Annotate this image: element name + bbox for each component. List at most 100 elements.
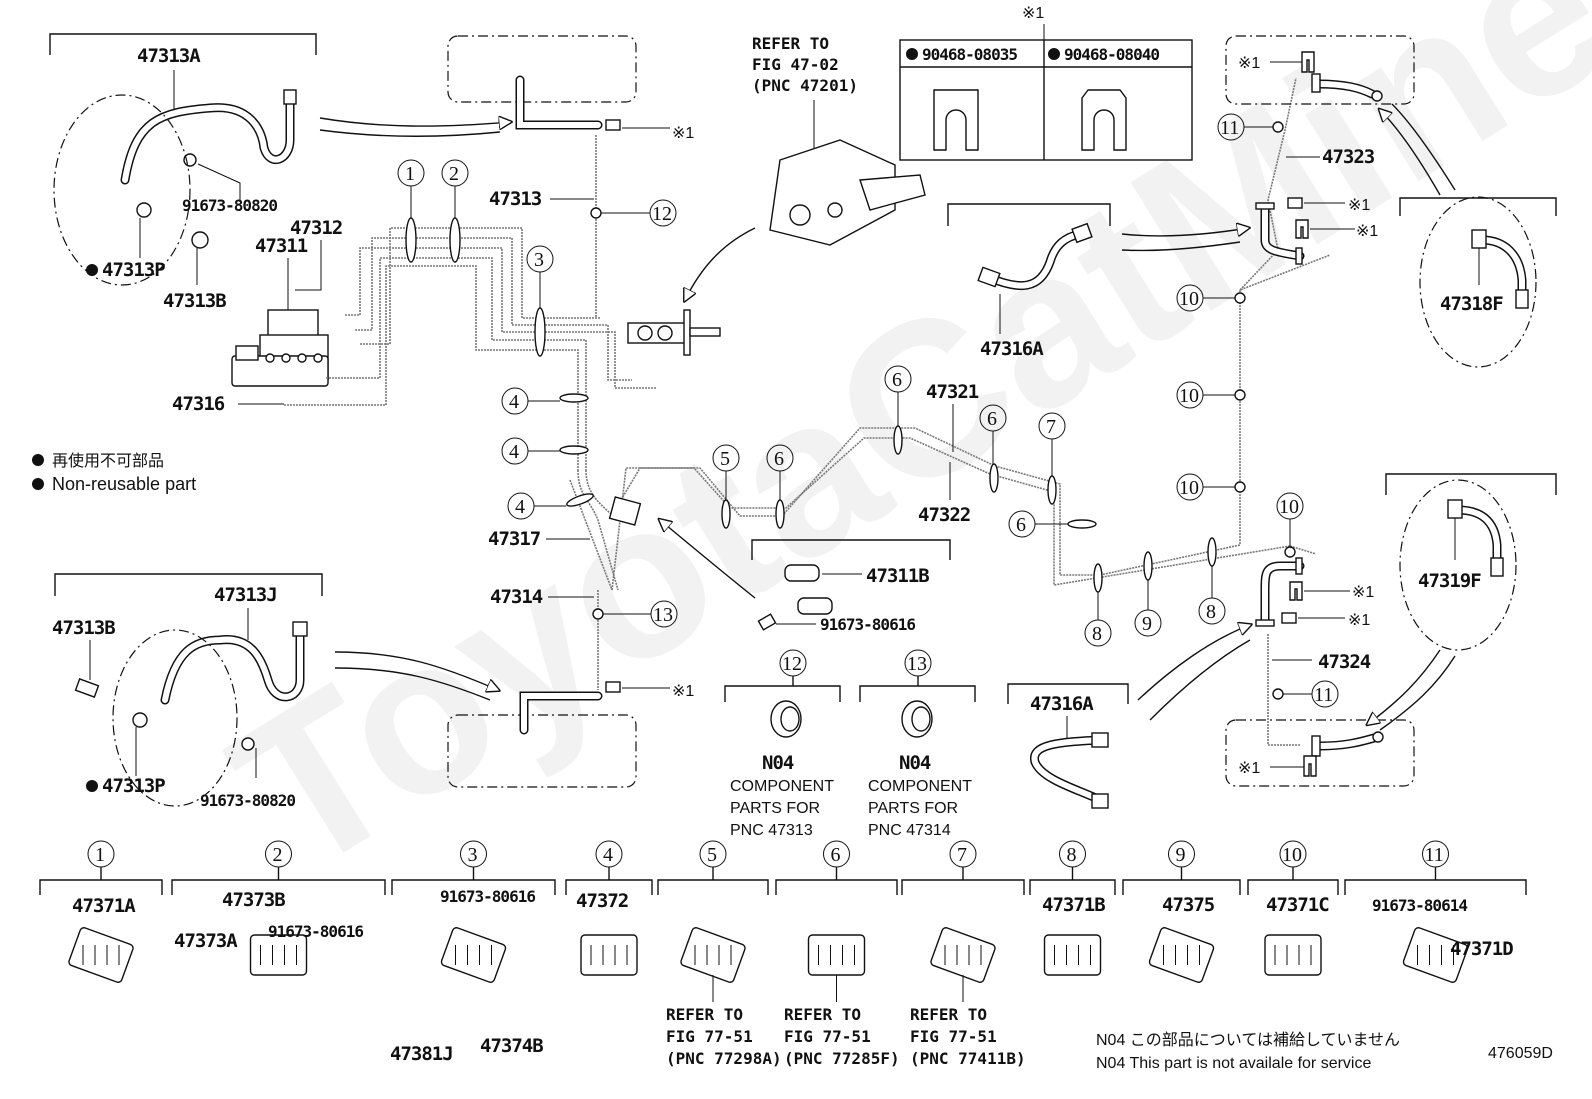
hose-47316A-top-group: 47316A xyxy=(947,203,1111,360)
clip-mark1-icon xyxy=(1287,197,1303,209)
callout-2: 2 xyxy=(441,159,469,218)
legend: 再使用不可部品 Non-reusable part xyxy=(32,452,196,494)
svg-text:1: 1 xyxy=(405,163,415,185)
svg-text:COMPONENT: COMPONENT xyxy=(868,778,972,795)
arrow-47318F xyxy=(1380,110,1441,196)
callout-10a: 10 xyxy=(1176,284,1235,312)
arrow-to-front-right xyxy=(1121,228,1248,236)
label-47311B: 47311B xyxy=(866,565,929,587)
label-91673-80820-top: 91673-80820 xyxy=(182,196,277,215)
callout-13: 13 xyxy=(603,600,678,628)
callout-number: 6 xyxy=(831,844,841,866)
callout-10d: 10 xyxy=(1276,492,1304,547)
clip-ref-line: (PNC 77285F) xyxy=(784,1049,900,1068)
clip-90468-08040-icon xyxy=(1081,89,1127,151)
label-47316: 47316 xyxy=(172,393,225,415)
svg-text:10: 10 xyxy=(1279,496,1299,518)
svg-text:13: 13 xyxy=(907,653,927,675)
svg-text:6: 6 xyxy=(1016,514,1026,536)
legend-en: Non-reusable part xyxy=(52,474,196,494)
table-mark: ※1 xyxy=(1022,5,1044,22)
clip-part-label: 47373A xyxy=(174,930,238,952)
note-mark-1b: ※1 xyxy=(672,683,694,700)
callout-6a: 6 xyxy=(766,444,794,500)
clip-ref-line: FIG 77-51 xyxy=(666,1027,753,1046)
arrow-47319F xyxy=(1368,649,1441,724)
svg-text:3: 3 xyxy=(534,249,544,271)
callout-7: 7 xyxy=(1038,412,1066,476)
svg-text:10: 10 xyxy=(1179,385,1199,407)
clip-ref-line: REFER TO xyxy=(666,1005,743,1024)
n04-code-12: N04 xyxy=(762,752,794,774)
svg-text:9: 9 xyxy=(1142,613,1152,635)
hose-47316A-bot-group: 47316A xyxy=(1007,683,1129,809)
non-reusable-dot-icon xyxy=(86,264,98,276)
clip-part-label: 47372 xyxy=(576,890,628,912)
arrow-47311B xyxy=(660,520,756,599)
clip-group-4: 4 47372 xyxy=(565,840,653,976)
non-reusable-dot-icon xyxy=(32,454,44,466)
clip-mark1-icon xyxy=(1303,755,1317,777)
clip-part-label: 47371A xyxy=(72,895,136,917)
clip-part-label: 47371C xyxy=(1266,894,1329,916)
footnote-en: N04 This part is not availale for servic… xyxy=(1096,1055,1371,1072)
svg-text:PNC 47313: PNC 47313 xyxy=(730,822,813,839)
callout-8a: 8 xyxy=(1084,592,1112,647)
svg-text:※1: ※1 xyxy=(1238,760,1260,777)
master-cylinder-ref: REFER TO FIG 47-02 (PNC 47201) xyxy=(752,34,926,246)
clip-mark1-icon xyxy=(605,681,621,693)
callout-6b: 6 xyxy=(884,365,912,426)
numbered-callouts: 1 2 3 4 4 4 5 6 6 6 7 6 8 9 8 10 10 10 1… xyxy=(397,113,1339,708)
n04-group-12: 12 N04 COMPONENT PARTS FOR PNC 47313 xyxy=(724,649,841,839)
svg-text:4: 4 xyxy=(509,391,519,413)
clip-mark1-icon xyxy=(1289,581,1303,601)
svg-text:※1: ※1 xyxy=(1348,197,1370,214)
svg-text:8: 8 xyxy=(1206,601,1216,623)
clip-part-icon xyxy=(580,934,638,976)
callout-9: 9 xyxy=(1134,580,1162,637)
label-47313P-bot: 47313P xyxy=(102,775,165,797)
label-47324: 47324 xyxy=(1318,651,1371,673)
clip-mark1-icon xyxy=(605,119,621,131)
clip-part-icon xyxy=(68,927,134,983)
bolt-icon xyxy=(757,613,777,631)
arrow-to-rear-left xyxy=(334,651,498,690)
svg-text:8: 8 xyxy=(1092,623,1102,645)
svg-text:6: 6 xyxy=(892,369,902,391)
svg-text:4: 4 xyxy=(509,441,519,463)
arrow-master-cylinder xyxy=(685,227,756,300)
callout-number: 4 xyxy=(603,844,613,866)
callout-10c: 10 xyxy=(1176,473,1235,501)
callout-6c: 6 xyxy=(979,404,1007,464)
label-47313J: 47313J xyxy=(214,584,277,606)
clip-part-label: 91673-80616 xyxy=(268,922,363,941)
hose-47313A-group: 47313A 91673-80820 47313P 47313B xyxy=(49,33,317,312)
table-col-1: 90468-08035 xyxy=(922,45,1017,64)
bracket-47313A xyxy=(49,33,317,55)
union-bolt-icon xyxy=(74,678,100,698)
svg-text:※1: ※1 xyxy=(1352,584,1374,601)
hose-47319F-group: 47319F xyxy=(1368,473,1557,731)
clip-ref-line: (PNC 77411B) xyxy=(910,1049,1026,1068)
front-right-area-box xyxy=(1225,35,1415,105)
clip-part-icon xyxy=(1043,934,1102,976)
callout-number: 5 xyxy=(707,844,717,866)
abs-actuator-group: 47312 47311 47316 xyxy=(172,217,343,415)
bracket-47311B-group: 47311B 91673-80616 xyxy=(751,539,951,634)
brake-tubes-center xyxy=(284,77,1331,746)
label-47312: 47312 xyxy=(290,217,342,239)
callout-number: 3 xyxy=(468,844,478,866)
callout-10b: 10 xyxy=(1176,381,1235,409)
svg-text:COMPONENT: COMPONENT xyxy=(730,778,834,795)
svg-text:12: 12 xyxy=(652,203,672,225)
callout-12: 12 xyxy=(601,199,677,227)
callout-4a: 4 xyxy=(501,387,560,415)
callout-number: 9 xyxy=(1176,844,1186,866)
hose-fitting-icon xyxy=(283,89,297,105)
svg-text:PNC 47314: PNC 47314 xyxy=(868,822,951,839)
